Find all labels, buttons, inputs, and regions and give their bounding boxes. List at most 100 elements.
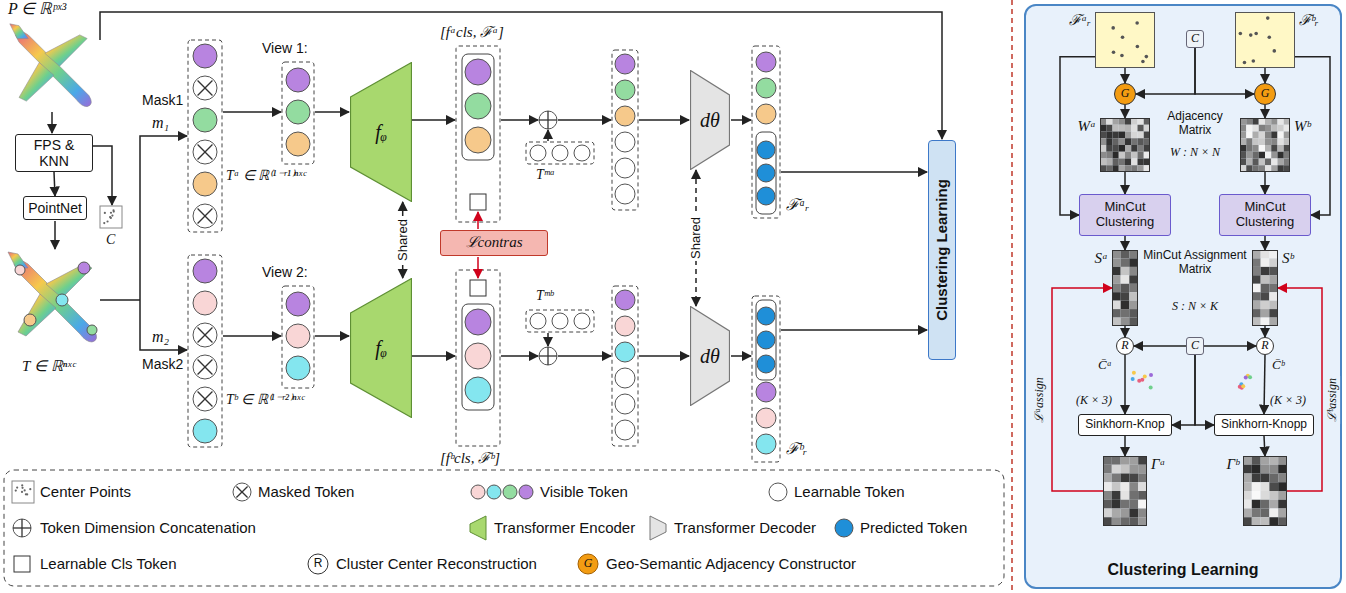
decoration [1129, 309, 1138, 317]
decoration [106, 220, 108, 222]
token [552, 313, 568, 329]
cluster-centers [1244, 376, 1248, 380]
decoration [1120, 54, 1124, 58]
decoration [1121, 267, 1130, 275]
token [615, 54, 635, 74]
decoration [1131, 165, 1137, 172]
cluster-centers [1131, 377, 1135, 381]
decoration [1131, 125, 1137, 132]
decoration [1252, 301, 1261, 309]
decoration [1253, 152, 1259, 159]
decoration [1246, 145, 1252, 152]
decoration [1243, 482, 1252, 491]
decoration [198, 360, 213, 375]
decoration [1236, 13, 1295, 68]
token [286, 356, 310, 380]
decoration [1243, 465, 1252, 474]
decoration [1261, 301, 1270, 309]
token [615, 394, 635, 414]
decoration [1106, 138, 1112, 145]
arrow [412, 119, 455, 121]
node-text: Γᵇ [1226, 456, 1239, 473]
decoration [198, 81, 213, 96]
decoration [1261, 284, 1270, 292]
node-text: Wᵇ [1294, 118, 1311, 135]
cluster-centers [1137, 379, 1141, 383]
annotation: View 2: [262, 264, 308, 280]
token-group [456, 46, 500, 222]
decoration [1138, 118, 1144, 125]
decoration [1112, 318, 1121, 326]
token-group [526, 142, 594, 164]
decoration [1112, 250, 1121, 258]
token [756, 408, 776, 428]
cls-token [470, 194, 486, 210]
decoration [1265, 159, 1271, 166]
trapezoid [691, 307, 730, 406]
decoration [1269, 465, 1278, 474]
token-group [752, 296, 780, 462]
decoration [1252, 517, 1261, 526]
decoration [1113, 145, 1119, 152]
decoration [1269, 500, 1278, 509]
token [193, 204, 217, 228]
legend-text: Center Points [40, 483, 131, 500]
node-text: ℱᵃᵣ [1069, 12, 1091, 29]
decoration [1261, 275, 1270, 283]
decoration [1129, 509, 1138, 518]
node-text: Clustering Learning [1026, 561, 1340, 579]
decoration [21, 519, 22, 537]
trapezoid [351, 63, 412, 202]
decoration [1265, 138, 1271, 145]
decoration [1129, 267, 1138, 275]
token [286, 132, 310, 156]
decoration [1113, 152, 1119, 159]
decoration [1129, 284, 1138, 292]
feature-map: ℱᵃᵣ [1095, 12, 1155, 68]
token [519, 485, 533, 499]
token-group [282, 286, 314, 388]
decoration [198, 145, 213, 160]
decoration [1138, 152, 1144, 159]
token [465, 309, 491, 335]
decoration [1271, 132, 1277, 139]
decoration [1243, 456, 1252, 465]
feature-map: ℱᵇᵣ [1235, 12, 1295, 68]
arrow [412, 355, 455, 357]
decoration [198, 392, 213, 407]
node-text: MinCut Clustering [1223, 200, 1307, 230]
decoration [1252, 309, 1261, 317]
token [615, 184, 635, 204]
annotation: ℱᵇᵣ [786, 440, 807, 458]
arrow [731, 355, 751, 357]
decoration [1131, 145, 1137, 152]
transformer-decoder: dθ [690, 306, 730, 406]
decoration [1121, 35, 1125, 39]
decoration [1112, 301, 1121, 309]
decoration [1239, 32, 1243, 36]
decoration [1112, 491, 1121, 500]
token [193, 387, 217, 411]
decoration [109, 216, 111, 218]
token [286, 100, 310, 124]
token-group [752, 46, 780, 218]
connector [1172, 355, 1195, 425]
annotation: Mask2 [142, 356, 183, 372]
decoration [1119, 118, 1125, 125]
decoration [1121, 482, 1130, 491]
token [757, 331, 775, 349]
decoration [1246, 118, 1252, 125]
cluster-centers [1241, 384, 1245, 388]
decoration [1252, 456, 1261, 465]
decoration [1106, 159, 1112, 166]
annotation: Tᵃ ∈ ℝ⁽¹⁻ʳ¹⁾ⁿˣᶜ [226, 168, 306, 184]
arrow [140, 300, 187, 350]
constructor-circle: G [1254, 83, 1276, 105]
decoration [1278, 517, 1287, 526]
symbol [308, 554, 328, 574]
decoration [45, 35, 87, 66]
assignment-matrix: Sᵃ [1112, 250, 1138, 326]
decoration [1106, 152, 1112, 159]
connector [1195, 355, 1214, 425]
